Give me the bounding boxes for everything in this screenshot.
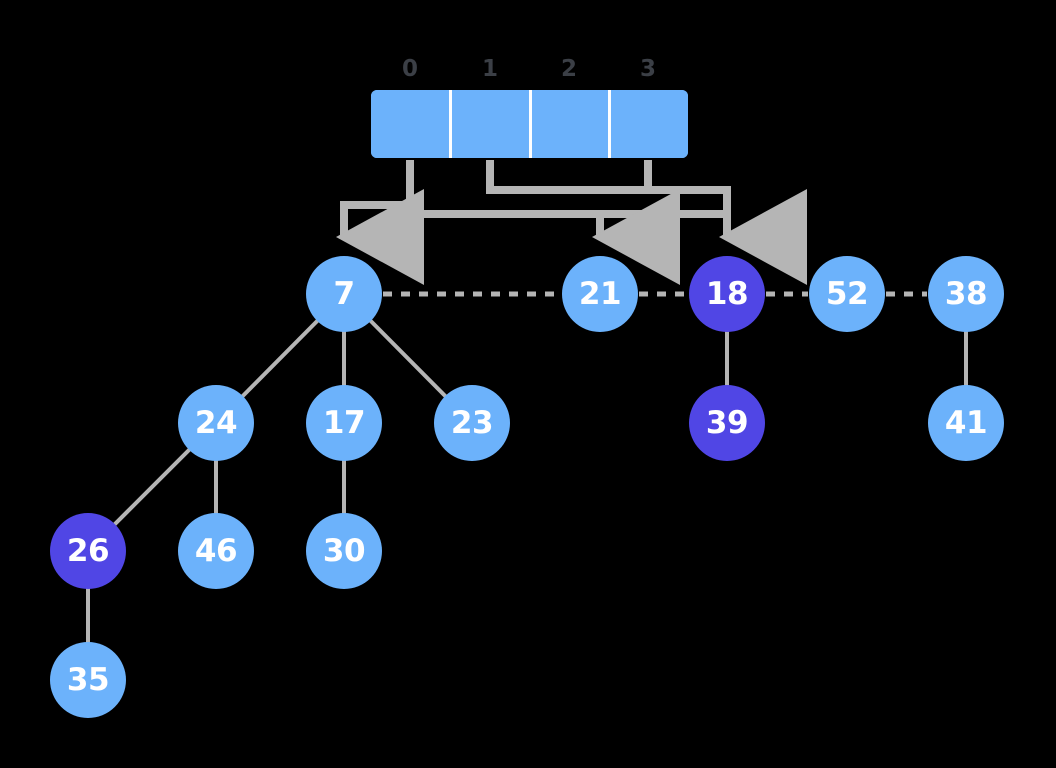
bucket-pointer-1: [486, 160, 731, 237]
node-17[interactable]: 17: [306, 385, 382, 461]
node-26[interactable]: 26: [50, 513, 126, 589]
node-24[interactable]: 24: [178, 385, 254, 461]
node-39[interactable]: 39: [689, 385, 765, 461]
bucket-pointer-0: [336, 160, 424, 285]
hash-array: [371, 90, 688, 158]
node-52[interactable]: 52: [809, 256, 885, 332]
array-divider-0: [449, 90, 452, 158]
array-index-label-1: 1: [481, 56, 498, 82]
bucket-pointer-rail-21: [592, 189, 731, 285]
node-41[interactable]: 41: [928, 385, 1004, 461]
bucket-pointer-rail-lower: [406, 205, 600, 218]
node-30[interactable]: 30: [306, 513, 382, 589]
array-cell-0[interactable]: [371, 90, 450, 158]
array-cell-1[interactable]: [450, 90, 530, 158]
node-7[interactable]: 7: [306, 256, 382, 332]
node-18[interactable]: 18: [689, 256, 765, 332]
array-divider-1: [529, 90, 532, 158]
array-index-label-3: 3: [639, 56, 656, 82]
array-index-label-0: 0: [401, 56, 418, 82]
array-divider-2: [608, 90, 611, 158]
node-21[interactable]: 21: [562, 256, 638, 332]
array-cell-2[interactable]: [530, 90, 609, 158]
node-38[interactable]: 38: [928, 256, 1004, 332]
array-index-label-2: 2: [560, 56, 577, 82]
node-35[interactable]: 35: [50, 642, 126, 718]
node-46[interactable]: 46: [178, 513, 254, 589]
array-cell-3[interactable]: [609, 90, 688, 158]
node-23[interactable]: 23: [434, 385, 510, 461]
